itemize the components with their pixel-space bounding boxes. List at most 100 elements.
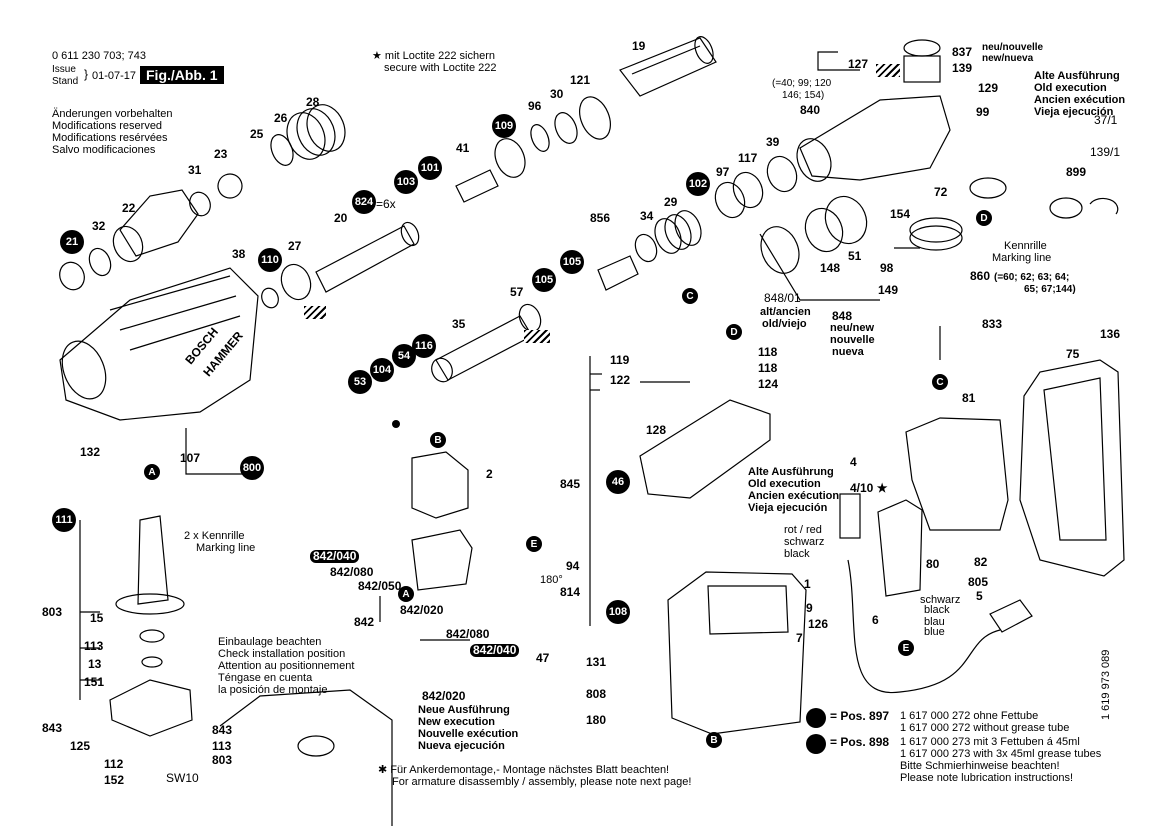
loctite-note-de: ★ mit Loctite 222 sichern xyxy=(372,50,495,62)
part-39: 39 xyxy=(766,135,780,149)
part-51: 51 xyxy=(848,249,862,263)
part-154: 154 xyxy=(890,207,911,221)
part-837-note-1: neu/nouvelle xyxy=(982,42,1044,53)
part-41: 41 xyxy=(456,141,470,155)
part-139: 139 xyxy=(952,61,973,75)
part-842-080a: 842/080 xyxy=(330,565,374,579)
part-833: 833 xyxy=(982,317,1003,331)
marker-e-1: E xyxy=(526,536,542,552)
part-113b: 113 xyxy=(212,739,232,753)
part-72: 72 xyxy=(934,185,948,199)
alt-exec-1: Alte Ausführung xyxy=(1034,70,1120,82)
hatch-marker-2 xyxy=(524,330,550,343)
kennrille2-label-2: Marking line xyxy=(992,252,1052,264)
part-131: 131 xyxy=(586,655,607,669)
kennrille-label-1: 2 x Kennrille xyxy=(184,530,245,542)
issue-label: Issue xyxy=(52,64,76,75)
part-899: 899 xyxy=(1066,165,1087,179)
hatch-marker-3 xyxy=(304,306,326,319)
part-22: 22 xyxy=(122,201,136,215)
part-118a: 118 xyxy=(758,345,778,359)
part-848-note-3: nueva xyxy=(832,346,864,358)
part-75: 75 xyxy=(1066,347,1080,361)
armature-note-en: For armature disassembly / assembly, ple… xyxy=(392,776,692,788)
part-840: 840 xyxy=(800,103,821,117)
part-152: 152 xyxy=(104,773,125,787)
part-97: 97 xyxy=(716,165,730,179)
kennrille2-label-1: Kennrille xyxy=(1004,240,1047,252)
callout-53: 53 xyxy=(348,370,372,394)
alt-exec-2: Old execution xyxy=(1034,82,1107,94)
part-sw10: SW10 xyxy=(166,771,199,785)
callout-101: 101 xyxy=(418,156,442,180)
grease-6: Please note lubrication instructions! xyxy=(900,772,1074,784)
new-exec-2: New execution xyxy=(418,716,496,728)
part-118b: 118 xyxy=(758,361,778,375)
part-81: 81 xyxy=(962,391,976,405)
callout-111: 111 xyxy=(52,508,76,532)
part-860-list-2: 65; 67;144) xyxy=(1024,284,1076,295)
note-line-4: Salvo modificaciones xyxy=(52,144,156,156)
wire-blue: blue xyxy=(924,626,945,638)
document-number: 0 611 230 703; 743 xyxy=(52,50,146,62)
part-20: 20 xyxy=(334,211,348,225)
part-107: 107 xyxy=(180,451,201,465)
part-848-note-1: neu/new xyxy=(830,322,875,334)
callout-116: 116 xyxy=(412,334,436,358)
part-842-080b: 842/080 xyxy=(446,627,490,641)
part-32: 32 xyxy=(92,219,106,233)
part-842: 842 xyxy=(354,615,375,629)
part-96: 96 xyxy=(528,99,542,113)
wire-blau: blau xyxy=(924,616,945,628)
marker-c-1: C xyxy=(682,288,698,304)
marker-a-1: A xyxy=(144,464,160,480)
alt-exec-3: Ancien exécution xyxy=(1034,94,1126,106)
part-4: 4 xyxy=(850,455,857,469)
part-837: 837 xyxy=(952,45,973,59)
part-805: 805 xyxy=(968,575,989,589)
part-860-list-1: (=60; 62; 63; 64; xyxy=(994,272,1070,283)
wire-schwarz-2: schwarz xyxy=(920,594,961,606)
part-842-050: 842/050 xyxy=(358,579,402,593)
part-148: 148 xyxy=(820,261,841,275)
armature-note-de-text: Für Ankerdemontage,- Montage nächstes Bl… xyxy=(390,764,670,776)
part-119: 119 xyxy=(610,353,630,367)
part-7: 7 xyxy=(796,631,803,645)
callout-105b: 105 xyxy=(532,268,556,292)
part-35: 35 xyxy=(452,317,466,331)
part-149: 149 xyxy=(878,283,899,297)
part-840-list-2: 146; 154) xyxy=(782,90,825,101)
stand-label: Stand xyxy=(52,76,79,87)
marker-b-2: B xyxy=(706,732,722,748)
part-23: 23 xyxy=(214,147,228,161)
part-34: 34 xyxy=(640,209,654,223)
callout-102: 102 xyxy=(686,172,710,196)
part-38: 38 xyxy=(232,247,246,261)
part-848-note-2: nouvelle xyxy=(830,334,875,346)
part-842-040a: 842/040 xyxy=(310,550,360,563)
part-5: 5 xyxy=(976,589,983,603)
callout-898-dot xyxy=(806,734,826,754)
callout-104: 104 xyxy=(370,358,394,382)
part-27: 27 xyxy=(288,239,302,253)
part-842-040b: 842/040 xyxy=(470,644,520,657)
callout-21: 21 xyxy=(60,230,84,254)
callout-105a: 105 xyxy=(560,250,584,274)
part-82: 82 xyxy=(974,555,988,569)
part-803b: 803 xyxy=(212,753,233,767)
part-842-020b: 842/020 xyxy=(422,689,466,703)
part-112: 112 xyxy=(104,757,124,771)
brace-glyph: } xyxy=(84,67,89,81)
alt-exec-4: Vieja ejecución xyxy=(1034,106,1114,118)
marker-e-2: E xyxy=(898,640,914,656)
part-848-01-note-1: alt/ancien xyxy=(760,306,811,318)
part-127: 127 xyxy=(848,57,869,71)
callout-108: 108 xyxy=(606,600,630,624)
marker-b-1: B xyxy=(430,432,446,448)
part-125: 125 xyxy=(70,739,91,753)
part-136: 136 xyxy=(1100,327,1121,341)
einbau-1: Einbaulage beachten xyxy=(218,636,322,648)
part-124: 124 xyxy=(758,377,779,391)
loctite-note-en: secure with Loctite 222 xyxy=(384,62,497,74)
